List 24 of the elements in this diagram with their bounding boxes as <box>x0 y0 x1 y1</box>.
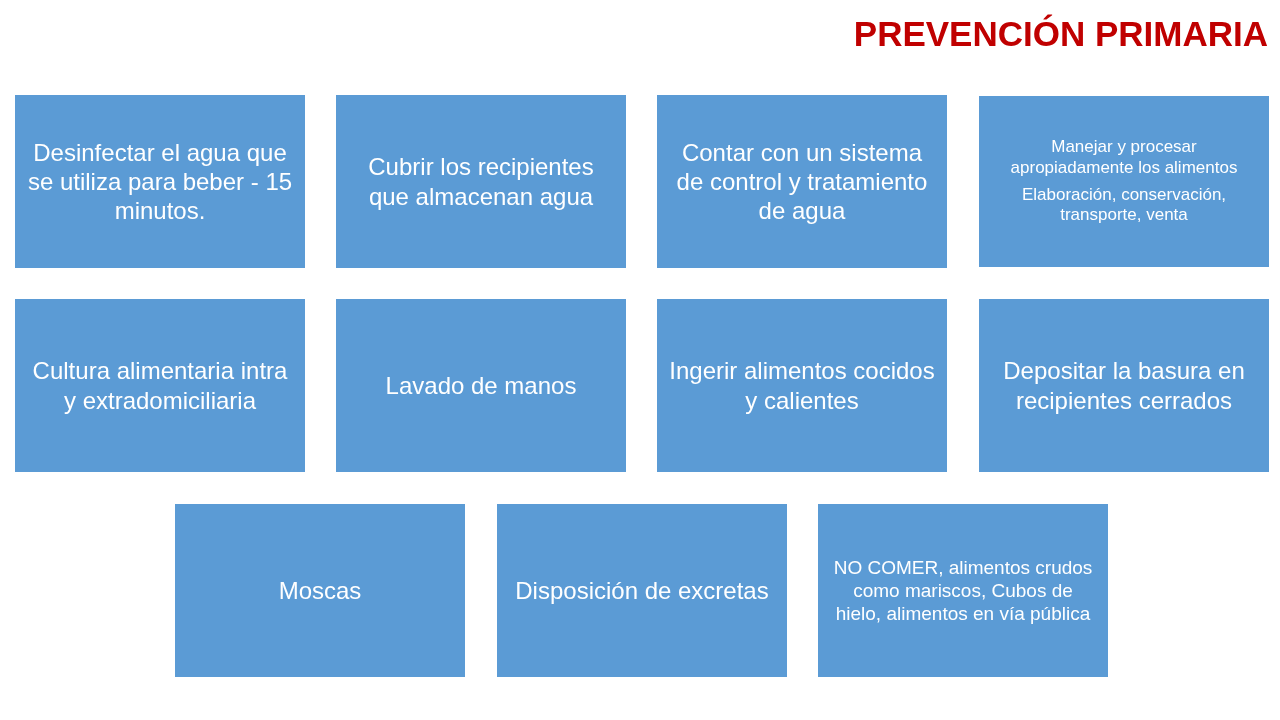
text-box <box>979 299 1269 472</box>
box-subtext: Elaboración, conservación, transporte, venta <box>1020 184 1228 226</box>
box-text: Cultura alimentaria intra y extradomiciliaria <box>31 356 289 415</box>
box-text: Ingerir alimentos cocidos y calientes <box>668 356 936 415</box>
box-text: Contar con un sistema de control y tratamiento de agua <box>675 137 929 226</box>
text-box <box>336 95 626 268</box>
text-box <box>336 299 626 472</box>
text-box <box>15 299 305 472</box>
slide-title: PREVENCIÓN PRIMARIA <box>853 14 1268 54</box>
box-text: Manejar y procesar apropiadamente los alimentos <box>1009 137 1239 179</box>
text-box <box>657 95 947 268</box>
text-box <box>979 96 1269 267</box>
text-box <box>657 299 947 472</box>
text-box <box>15 95 305 268</box>
box-text: Lavado de manos <box>385 370 577 401</box>
text-box <box>497 504 787 677</box>
box-text: Depositar la basura en recipientes cerrados <box>1002 356 1246 415</box>
box-text: Desinfectar el agua que se utiliza para beber - 15 minutos. <box>26 137 294 226</box>
text-box <box>818 504 1108 677</box>
text-box <box>175 504 465 677</box>
box-text: Moscas <box>278 575 362 606</box>
box-text: NO COMER, alimentos crudos como mariscos, Cubos de hielo, alimentos en vía pública <box>832 555 1094 626</box>
box-text: Cubrir los recipientes que almacenan agua <box>367 152 595 211</box>
box-text: Disposición de excretas <box>515 575 769 606</box>
